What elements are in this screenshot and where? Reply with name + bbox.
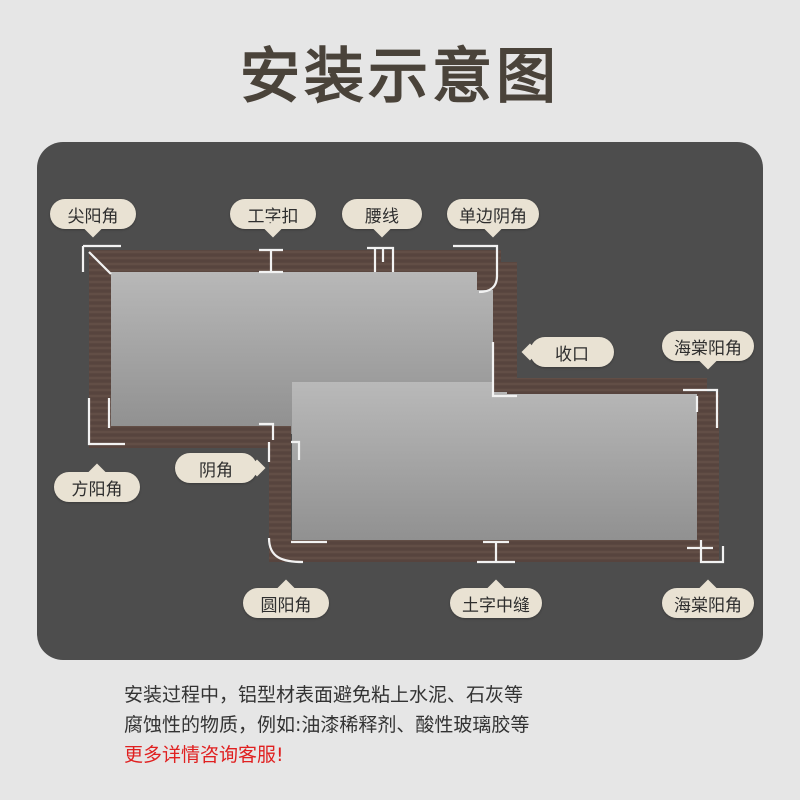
diagram-panel: 尖阳角 工字扣 腰线 单边阴角 收口 海棠阳角 方阳角 阴角 圆阳角 土字中缝 …	[37, 142, 763, 660]
callout-label: 腰线	[365, 206, 399, 227]
metal-profiles	[81, 244, 725, 564]
callout-yao-xian: 腰线	[342, 199, 422, 238]
callout-gong-zi-kou: 工字扣	[230, 199, 316, 238]
callout-fang-yang-jiao: 方阳角	[54, 463, 140, 502]
callout-jian-yang-jiao: 尖阳角	[50, 199, 136, 238]
callout-label: 海棠阳角	[674, 595, 742, 616]
callout-yin-jiao: 阴角	[175, 453, 266, 483]
note-line-2: 腐蚀性的物质，例如:油漆稀释剂、酸性玻璃胶等	[124, 714, 530, 736]
callout-yuan-yang-jiao: 圆阳角	[243, 579, 329, 618]
callout-hai-tang-yang-jiao-bottom: 海棠阳角	[662, 579, 754, 618]
page-title: 安装示意图	[240, 42, 560, 112]
callout-dan-bian-yin-jiao: 单边阴角	[447, 199, 539, 238]
wall-surface	[109, 268, 704, 547]
callout-label: 海棠阳角	[674, 338, 742, 359]
callout-label: 工字扣	[247, 206, 299, 227]
installation-diagram	[81, 244, 725, 564]
installation-notes: 安装过程中，铝型材表面避免粘上水泥、石灰等 腐蚀性的物质，例如:油漆稀释剂、酸性…	[124, 680, 744, 770]
note-line-1: 安装过程中，铝型材表面避免粘上水泥、石灰等	[124, 684, 524, 706]
contact-service-note: 更多详情咨询客服!	[124, 744, 284, 766]
callout-label: 土字中缝	[462, 595, 530, 616]
callout-label: 尖阳角	[67, 206, 119, 227]
callout-label: 方阳角	[71, 479, 123, 500]
callout-shou-kou: 收口	[521, 337, 614, 367]
callout-label: 单边阴角	[459, 206, 527, 227]
callout-tu-zi-zhong-feng: 土字中缝	[450, 579, 542, 618]
callout-hai-tang-yang-jiao-top: 海棠阳角	[662, 331, 754, 370]
callout-label: 阴角	[199, 460, 233, 481]
callout-label: 收口	[555, 344, 589, 365]
callout-label: 圆阳角	[260, 595, 312, 616]
